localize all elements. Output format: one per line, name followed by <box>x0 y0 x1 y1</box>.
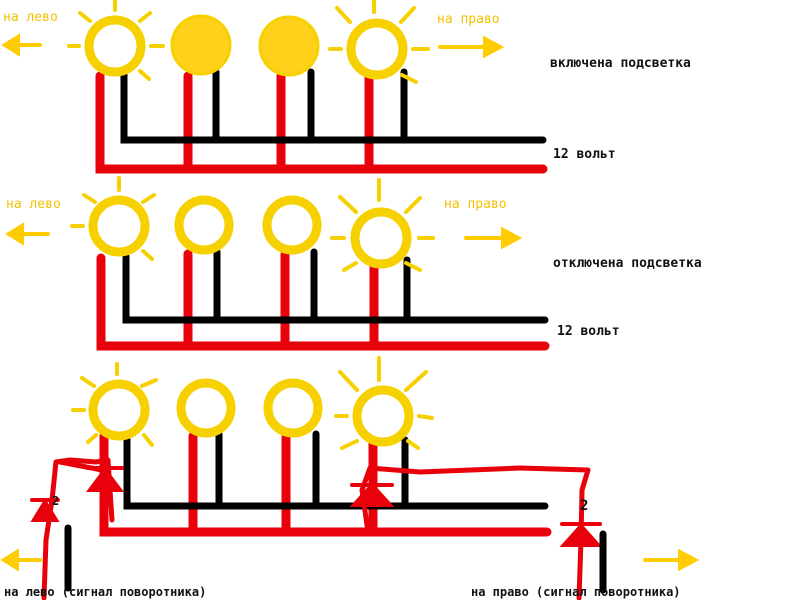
section2-left-label: на лево <box>6 197 61 212</box>
diode-symbols <box>30 466 603 547</box>
section2-bulb-4-lit <box>330 178 435 272</box>
section1-left-label: на лево <box>3 10 58 25</box>
section2-bulb-3-off <box>262 195 322 255</box>
section3-mark-left: 2 <box>52 494 60 508</box>
section2-bulb-1-lit <box>70 176 156 261</box>
section1-bulb-4-lit <box>328 0 430 84</box>
section1-status-label: включена подсветка <box>550 56 691 71</box>
signal-black-wires <box>64 524 607 594</box>
section1-wires <box>95 68 548 174</box>
section1-bulb-1-lit <box>67 0 165 81</box>
section2-voltage-label: 12 вольт <box>557 324 620 339</box>
section2-status-label: отключена подсветка <box>553 256 702 271</box>
section2-wires <box>96 248 550 351</box>
section2-right-label: на право <box>444 197 507 212</box>
section3-bulb-4-lit <box>334 356 434 450</box>
section1-voltage-label: 12 вольт <box>553 147 616 162</box>
section1-bulb-3-solid <box>258 15 320 77</box>
section3-bulb-1-lit <box>71 362 158 447</box>
section3-wires <box>99 430 552 537</box>
section3-right-signal-label: на право (сигнал поворотника) <box>471 585 681 599</box>
section2-arrows <box>5 222 523 250</box>
section3-bulb-2-off <box>176 378 236 438</box>
section3-mark-right: 2 <box>580 498 589 514</box>
section1-arrows <box>1 33 505 59</box>
section1-right-label: на право <box>437 12 500 27</box>
section2-bulb-2-off <box>174 195 234 255</box>
section3-left-signal-label: на лево (сигнал поворотника) <box>4 585 207 599</box>
section3-bulb-3-off <box>263 378 323 438</box>
section1-bulb-2-solid <box>170 14 232 76</box>
section3-arrows <box>0 548 700 572</box>
